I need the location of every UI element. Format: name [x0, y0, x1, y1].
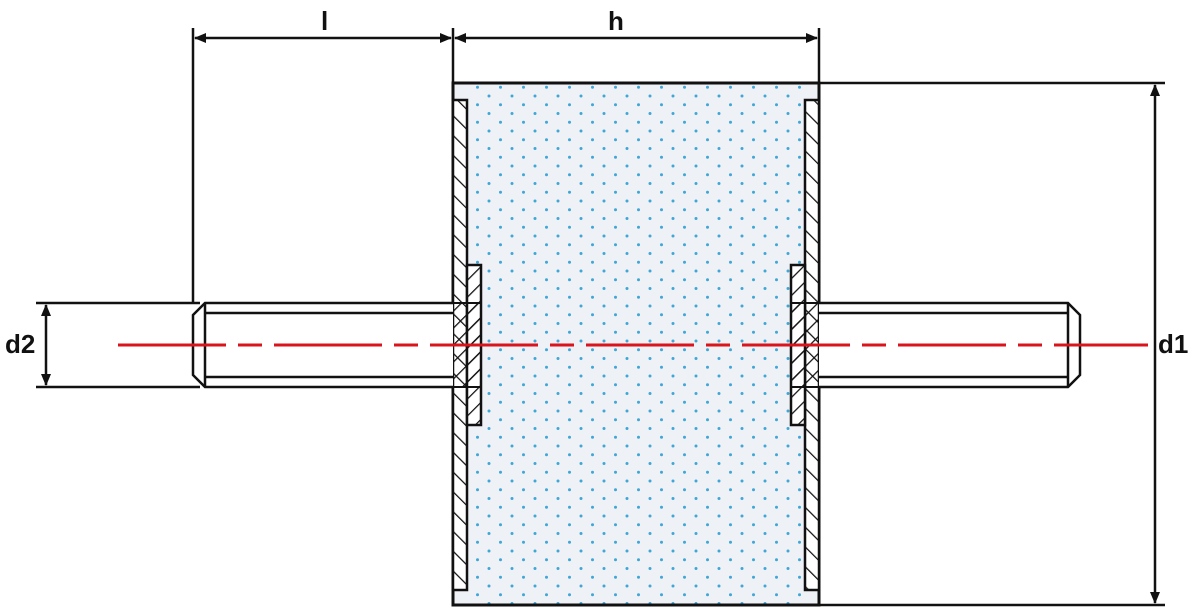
- label-d2: d2: [5, 329, 36, 359]
- label-h: h: [608, 6, 624, 36]
- dimension-d2: [36, 301, 200, 389]
- dimension-l: [191, 28, 452, 303]
- label-d1: d1: [1158, 329, 1189, 359]
- dimension-h: [451, 28, 821, 83]
- dimension-d1: [819, 81, 1165, 607]
- label-l: l: [321, 6, 329, 36]
